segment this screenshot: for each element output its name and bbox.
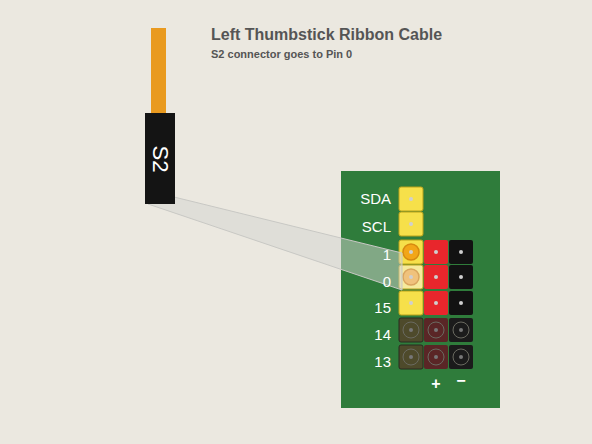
pin-highlight	[403, 269, 419, 285]
pin-socket	[428, 322, 444, 338]
pin-socket	[428, 349, 444, 365]
pin-label: 14	[374, 327, 391, 342]
pin-socket	[453, 322, 469, 338]
pin-dot	[409, 275, 413, 279]
pin-label: 15	[374, 300, 391, 315]
header-pin	[424, 265, 448, 289]
pin-dot	[434, 301, 438, 305]
polarity-label: +	[431, 376, 440, 392]
pin-socket	[403, 322, 419, 338]
pin-dot	[409, 355, 413, 359]
pin-label: SCL	[362, 219, 391, 234]
polarity-label: −	[456, 373, 465, 389]
pin-dot	[409, 301, 413, 305]
header-pin	[399, 318, 423, 342]
header-pin	[399, 345, 423, 369]
header-pin	[449, 345, 473, 369]
header-pin	[449, 240, 473, 264]
pin-label: 0	[383, 274, 391, 289]
pin-dot	[459, 250, 463, 254]
header-pin	[449, 318, 473, 342]
pin-dot	[409, 250, 413, 254]
pin-dot	[459, 328, 463, 332]
title: Left Thumbstick Ribbon Cable	[211, 27, 442, 43]
pin-dot	[434, 355, 438, 359]
header-pin	[424, 345, 448, 369]
pin-dot	[459, 301, 463, 305]
pin-dot	[434, 250, 438, 254]
header-pin	[449, 265, 473, 289]
connector-label: S2	[149, 145, 171, 172]
circuit-board	[341, 171, 500, 408]
header-pin	[399, 212, 423, 236]
cable-connector: S2	[145, 113, 175, 204]
header-pin	[399, 240, 423, 264]
pin-label: SDA	[360, 191, 391, 206]
header-pin	[449, 291, 473, 315]
pin-dot	[459, 355, 463, 359]
pin-header	[399, 187, 473, 369]
header-pin	[399, 265, 423, 289]
header-pin	[399, 291, 423, 315]
pin-socket	[453, 349, 469, 365]
pin-dot	[409, 222, 413, 226]
header-pin	[424, 318, 448, 342]
subtitle: S2 connector goes to Pin 0	[211, 49, 352, 60]
pin-dot	[434, 275, 438, 279]
pin-dot	[434, 328, 438, 332]
ribbon-wire	[151, 28, 166, 114]
header-pin	[399, 187, 423, 211]
header-pin	[424, 291, 448, 315]
pin-highlight	[403, 244, 419, 260]
header-pin	[424, 240, 448, 264]
pin-dot	[409, 328, 413, 332]
pin-label: 1	[383, 247, 391, 262]
pin-label: 13	[374, 354, 391, 369]
pointer-cone	[148, 197, 402, 290]
pin-socket	[403, 349, 419, 365]
pin-dot	[409, 197, 413, 201]
pin-dot	[459, 275, 463, 279]
